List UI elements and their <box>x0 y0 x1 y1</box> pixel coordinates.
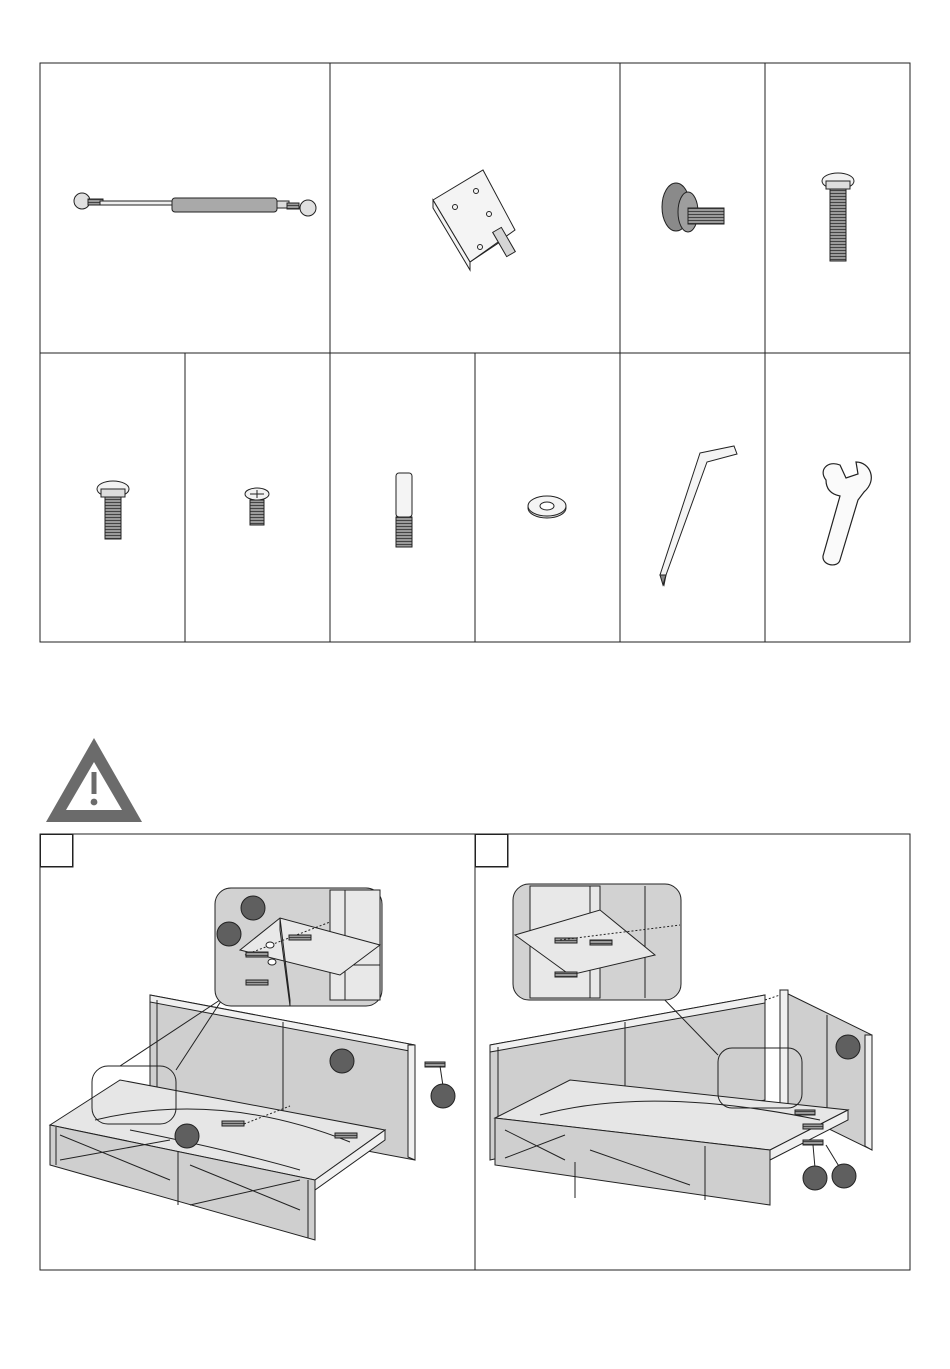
dowel-rod-part <box>396 473 412 547</box>
step-2-illustration <box>490 884 872 1205</box>
wrench-part <box>823 462 871 565</box>
step-2-number-box <box>475 834 508 867</box>
short-bolt-part <box>97 481 129 539</box>
warning-triangle-icon <box>46 738 142 822</box>
parts-grid <box>40 63 910 642</box>
step-1-number-box <box>40 834 73 867</box>
step-1-callout <box>175 1124 199 1148</box>
step-1-illustration <box>50 888 445 1240</box>
step-1-callout <box>330 1049 354 1073</box>
long-bolt-part <box>822 173 854 261</box>
hinge-part <box>433 170 515 270</box>
step-2-callout <box>836 1035 860 1059</box>
leveling-foot-part <box>662 183 724 232</box>
step-1-callout <box>241 896 265 920</box>
flat-head-screw-part <box>245 488 269 525</box>
step-1-callout <box>431 1084 455 1108</box>
step-2-callout <box>832 1164 856 1188</box>
step-2-callout <box>803 1166 827 1190</box>
step-1-callout <box>217 922 241 946</box>
washer-part <box>528 496 566 518</box>
allen-key-part <box>660 446 737 585</box>
gas-strut-part <box>74 193 316 216</box>
